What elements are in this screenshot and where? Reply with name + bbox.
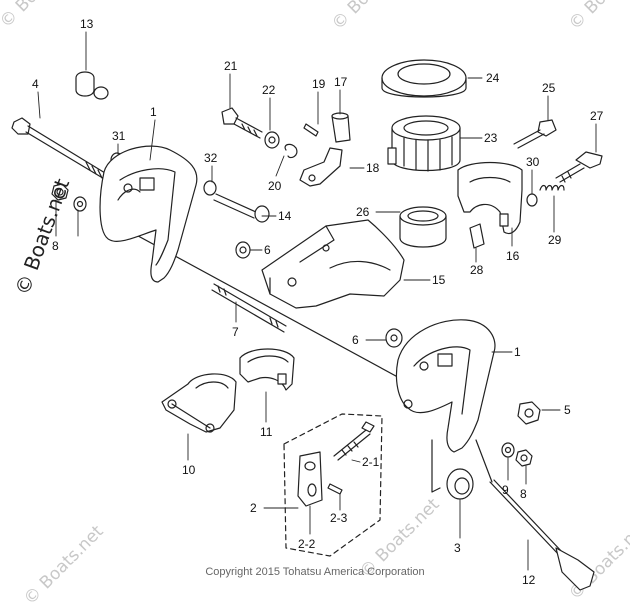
callout-2-1: 2-1 [362, 455, 380, 469]
callout-9-lower: 9 [502, 483, 509, 497]
part-29-spring [539, 184, 565, 191]
callout-3: 3 [454, 541, 461, 555]
callout-21: 21 [224, 59, 238, 73]
callout-19: 19 [312, 77, 326, 91]
part-1-upper-bracket [99, 145, 198, 283]
callout-1-lower: 1 [514, 345, 521, 359]
part-28-block [469, 223, 485, 249]
part-2-2-plate [297, 451, 323, 507]
part-5-nut [517, 401, 541, 425]
part-13-plug [75, 71, 95, 97]
callout-7: 7 [232, 325, 239, 339]
part-6-washer-lower [385, 328, 403, 348]
part-7-stud [211, 283, 287, 333]
part-9-washer-lower [501, 442, 515, 458]
part-27-screw [575, 151, 603, 169]
callout-6-upper: 6 [264, 243, 271, 257]
callout-11: 11 [260, 425, 273, 439]
part-14-bolt [213, 193, 257, 219]
callout-2-2: 2-2 [298, 537, 316, 551]
part-22-washer [264, 131, 280, 149]
callout-28: 28 [470, 263, 484, 277]
callout-5: 5 [564, 403, 571, 417]
part-4-bolt [11, 117, 31, 135]
callout-10: 10 [182, 463, 196, 477]
part-17-collar [331, 115, 351, 143]
callout-23: 23 [484, 131, 498, 145]
part-8-nut-lower [515, 449, 533, 467]
part-20-clip [284, 143, 298, 159]
part-32-washer [203, 180, 217, 196]
part-19-pin [303, 123, 319, 137]
callout-25: 25 [542, 81, 556, 95]
part-18-lever [299, 147, 343, 187]
callout-29: 29 [548, 233, 562, 247]
callout-20: 20 [268, 179, 282, 193]
callout-8-lower: 8 [520, 487, 527, 501]
part-21-bolt [221, 107, 239, 125]
callout-30: 30 [526, 155, 540, 169]
callout-labels: 13 4 31 1 21 22 19 17 24 25 27 32 18 23 … [32, 17, 604, 587]
callout-16: 16 [506, 249, 520, 263]
callout-17: 17 [334, 75, 348, 89]
callout-2-3: 2-3 [330, 511, 348, 525]
callout-6-lower: 6 [352, 333, 359, 347]
part-8-nut-upper [51, 183, 69, 201]
part-2-3-pin [327, 483, 343, 495]
copyright-text: Copyright 2015 Tohatsu America Corporati… [205, 566, 425, 578]
part-12-rod [489, 479, 565, 557]
callout-24: 24 [486, 71, 500, 85]
callout-4: 4 [32, 77, 39, 91]
part-2-group-box [283, 413, 383, 557]
part-6-washer-upper [235, 241, 251, 259]
part-15-swivel-bracket [261, 219, 405, 309]
callout-2: 2 [250, 501, 257, 515]
callout-1-upper: 1 [150, 105, 157, 119]
callout-32: 32 [204, 151, 218, 165]
callout-22: 22 [262, 83, 276, 97]
part-10-clamp [161, 373, 237, 433]
callout-12: 12 [522, 573, 536, 587]
part-16-shell [457, 161, 523, 235]
callout-8-upper: 8 [52, 239, 59, 253]
part-25-bolt [537, 119, 557, 137]
callout-31: 31 [112, 129, 126, 143]
part-2-1-bolt [361, 421, 375, 433]
callout-26: 26 [356, 205, 370, 219]
part-30-washer [526, 193, 538, 207]
part-9-washer-upper [73, 196, 87, 212]
callout-27: 27 [590, 109, 604, 123]
callout-14: 14 [278, 209, 292, 223]
part-1-lower-bracket [395, 319, 496, 453]
callout-13: 13 [80, 17, 94, 31]
callout-15: 15 [432, 273, 446, 287]
callout-18: 18 [366, 161, 380, 175]
